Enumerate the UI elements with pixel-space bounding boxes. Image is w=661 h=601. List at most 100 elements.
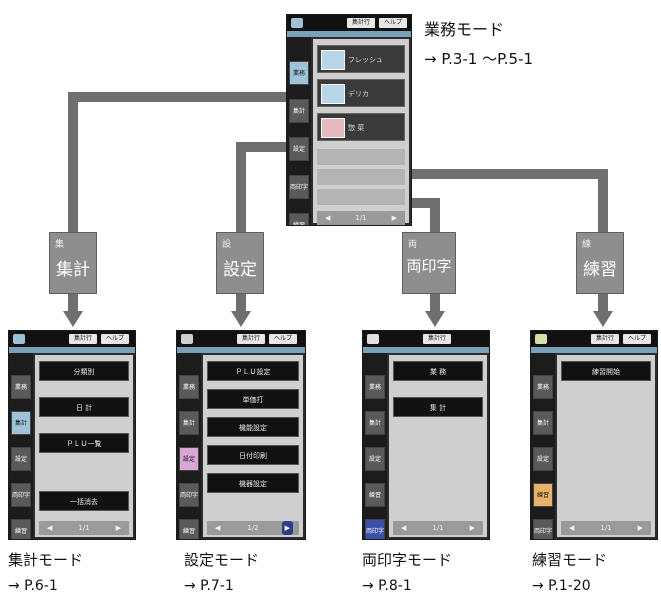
sidebar-tab-settings[interactable]: 設定 [365, 447, 385, 471]
screen-main: 業 務 集 計 ◀ 1/1 ▶ [389, 355, 487, 537]
sidebar-tab-settings[interactable]: 設定 [179, 447, 199, 471]
sidebar-tab-double-print[interactable]: 両印字 [289, 175, 309, 199]
sidebar-tab-double-print[interactable]: 両印字 [533, 519, 553, 539]
menu-item[interactable]: デリカ [317, 79, 405, 107]
sidebar-tab-business[interactable]: 業務 [289, 61, 309, 85]
thumbnail-icon [321, 118, 345, 138]
tally-button[interactable]: 集計行 [423, 334, 451, 344]
business-mode-screen: 集計行 ヘルプ 業務 集計 設定 両印字 練習 フレッシュ デリカ 惣 菜 ◀ … [286, 14, 412, 226]
tally-button[interactable]: 集計行 [347, 18, 375, 28]
screen-main: 練習開始 ◀ 1/1 ▶ [557, 355, 655, 537]
menu-item[interactable]: 機能設定 [207, 417, 299, 437]
help-button[interactable]: ヘルプ [379, 18, 407, 28]
menu-item[interactable]: 集 計 [393, 397, 483, 417]
empty-slot [317, 169, 405, 185]
sidebar-tab-business[interactable]: 業務 [11, 375, 31, 399]
menu-item[interactable]: 単価打 [207, 389, 299, 409]
next-page-icon[interactable]: ▶ [115, 524, 121, 532]
help-button[interactable]: ヘルプ [623, 334, 651, 344]
practice-mode-caption: 練習モード [532, 551, 608, 569]
sidebar-tab-practice[interactable]: 練習 [289, 213, 309, 225]
help-button[interactable]: ヘルプ [101, 334, 129, 344]
screen-title-strip [363, 347, 489, 353]
connector-ryoin-horizontal [410, 198, 440, 208]
screen-sidebar: 業務 集計 設定 練習 両印字 [531, 353, 555, 539]
settings-mode-page-ref: → P.7-1 [184, 578, 234, 594]
connector-settei-drop [236, 142, 246, 232]
prev-page-icon[interactable]: ◀ [47, 524, 53, 532]
next-page-icon[interactable]: ▶ [391, 214, 397, 222]
sidebar-tab-business[interactable]: 業務 [533, 375, 553, 399]
connector-main-left [68, 92, 286, 102]
clear-all-button[interactable]: 一括消去 [39, 491, 129, 511]
tally-button[interactable]: 集計行 [69, 334, 97, 344]
sidebar-tab-settings[interactable]: 設定 [289, 137, 309, 161]
screen-header: 集計行 [363, 331, 489, 347]
arrow-down-icon [593, 311, 613, 327]
connector-main-left-drop [68, 92, 78, 232]
menu-item[interactable]: ＰＬＵ設定 [207, 361, 299, 381]
mode-icon [535, 334, 547, 344]
next-page-icon[interactable]: ▶ [637, 524, 643, 532]
sidebar-tab-practice[interactable]: 練習 [365, 483, 385, 507]
screen-header: 集計行 ヘルプ [531, 331, 657, 347]
next-page-icon[interactable]: ▶ [281, 521, 293, 535]
menu-item[interactable]: 機器設定 [207, 473, 299, 493]
menu-item[interactable]: 分類別 [39, 361, 129, 381]
connector-right-horizontal [410, 169, 608, 179]
sidebar-tab-tally[interactable]: 集計 [533, 411, 553, 435]
sidebar-tab-double-print[interactable]: 両印字 [179, 483, 199, 507]
sidebar-tab-tally[interactable]: 集計 [179, 411, 199, 435]
sidebar-tab-double-print[interactable]: 両印字 [11, 483, 31, 507]
connector-ryoin-drop [430, 198, 440, 232]
screen-sidebar: 業務 集計 設定 両印字 練習 [287, 37, 311, 225]
sidebar-tab-double-print[interactable]: 両印字 [365, 519, 385, 539]
menu-item[interactable]: フレッシュ [317, 45, 405, 73]
sidebar-tab-business[interactable]: 業務 [365, 375, 385, 399]
practice-start-button[interactable]: 練習開始 [561, 361, 651, 381]
mode-box-shukei: 集 集計 [49, 232, 97, 294]
sidebar-tab-practice[interactable]: 練習 [11, 519, 31, 539]
menu-item[interactable]: 日 計 [39, 397, 129, 417]
settings-mode-caption: 設定モード [184, 551, 260, 569]
pager: ◀ 1/2 ▶ [207, 521, 299, 535]
next-page-icon[interactable]: ▶ [469, 524, 475, 532]
help-button[interactable]: ヘルプ [269, 334, 297, 344]
sidebar-tab-tally[interactable]: 集計 [11, 411, 31, 435]
tally-mode-page-ref: → P.6-1 [8, 578, 58, 594]
page-indicator: 1/1 [78, 524, 90, 532]
prev-page-icon[interactable]: ◀ [401, 524, 407, 532]
sidebar-tab-tally[interactable]: 集計 [365, 411, 385, 435]
connector-settei-stem [236, 293, 246, 313]
screen-sidebar: 業務 集計 設定 両印字 練習 [9, 353, 33, 539]
mode-box-settei: 設 設定 [216, 232, 264, 294]
menu-item[interactable]: ＰＬＵ一覧 [39, 433, 129, 453]
double-print-mode-screen: 集計行 業務 集計 設定 練習 両印字 業 務 集 計 ◀ 1/1 ▶ [362, 330, 490, 540]
pager: ◀ 1/1 ▶ [39, 521, 129, 535]
pager: ◀ 1/1 ▶ [317, 211, 405, 225]
menu-item[interactable]: 惣 菜 [317, 113, 405, 141]
mode-box-renshu: 練 練習 [576, 232, 624, 294]
sidebar-tab-practice[interactable]: 練習 [179, 519, 199, 539]
prev-page-icon[interactable]: ◀ [215, 524, 221, 532]
menu-item[interactable]: 業 務 [393, 361, 483, 381]
screen-title-strip [531, 347, 657, 353]
sidebar-tab-tally[interactable]: 集計 [289, 99, 309, 123]
tally-button[interactable]: 集計行 [237, 334, 265, 344]
menu-item[interactable]: 日付印刷 [207, 445, 299, 465]
screen-title-strip [177, 347, 305, 353]
mode-icon [13, 334, 25, 344]
sidebar-tab-settings[interactable]: 設定 [533, 447, 553, 471]
sidebar-tab-practice[interactable]: 練習 [533, 483, 553, 507]
tally-mode-caption: 集計モード [8, 551, 84, 569]
prev-page-icon[interactable]: ◀ [569, 524, 575, 532]
sidebar-tab-settings[interactable]: 設定 [11, 447, 31, 471]
double-print-mode-caption: 両印字モード [362, 551, 453, 569]
screen-header: 集計行 ヘルプ [9, 331, 135, 347]
thumbnail-icon [321, 84, 345, 104]
practice-mode-screen: 集計行 ヘルプ 業務 集計 設定 練習 両印字 練習開始 ◀ 1/1 ▶ [530, 330, 658, 540]
empty-slot [317, 189, 405, 205]
tally-button[interactable]: 集計行 [591, 334, 619, 344]
prev-page-icon[interactable]: ◀ [325, 214, 331, 222]
sidebar-tab-business[interactable]: 業務 [179, 375, 199, 399]
